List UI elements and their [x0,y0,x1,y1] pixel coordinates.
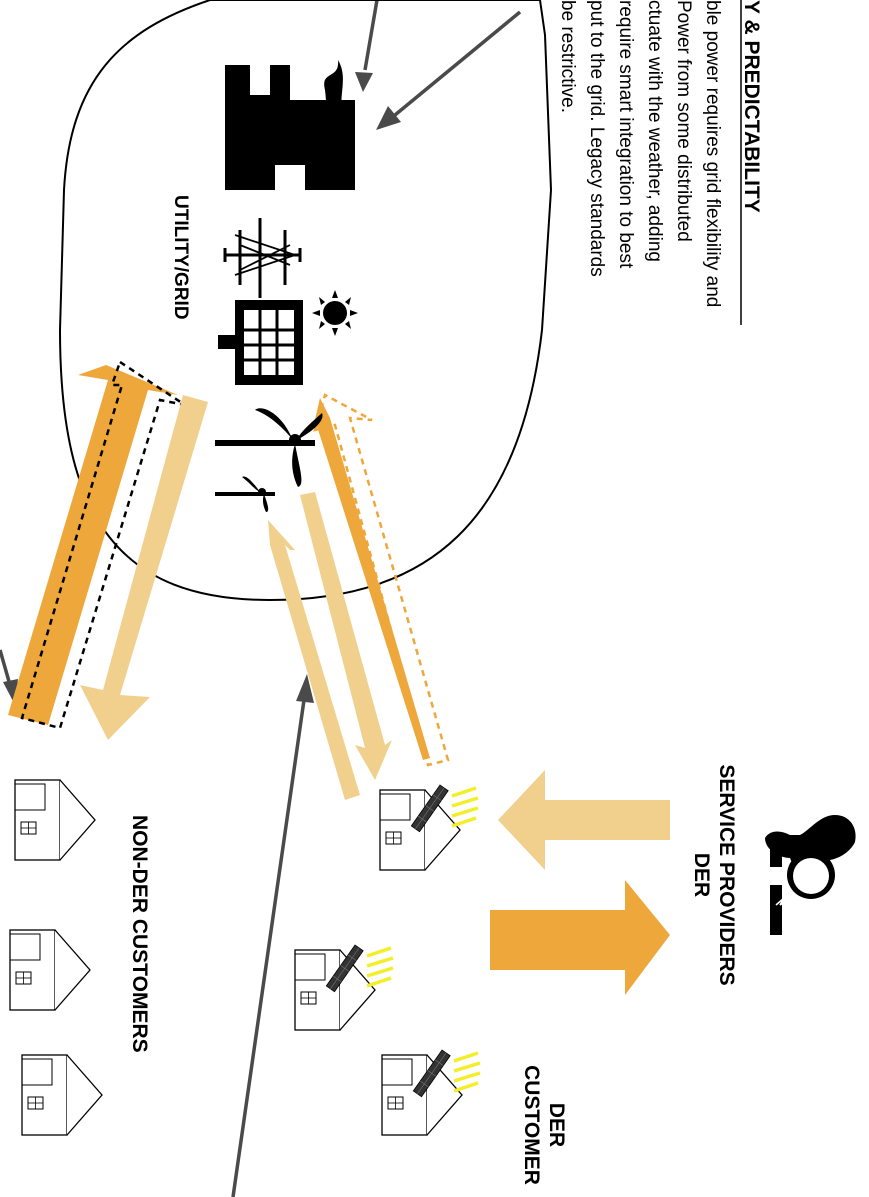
customers-to-grid-light-arrow [80,395,208,740]
der-to-grid-light-arrow-2 [300,492,392,780]
transmission-tower-icon [223,218,302,298]
service-providers-line-1: DER [690,853,713,897]
pointer-arrow-top [363,0,379,71]
non-der-houses [9,779,103,1136]
power-plant-icon [225,60,355,190]
paragraph-line: require smart integration to best [615,0,636,269]
flexibility-text-block: Y & PREDICTABILITY ble power requires gr… [557,0,763,325]
non-der-customers-label: NON-DER CUSTOMERS [128,815,151,1053]
pointer-arrowhead-bottom [296,674,314,703]
der-customers-label: DER CUSTOMER [520,1065,568,1185]
provider-to-der-orange-arrow [490,880,670,995]
paragraph-line: put to the grid. Legacy standards [586,0,607,277]
der-to-grid-dashed-arrow [313,393,450,767]
gray-pointer-arrows [0,0,522,1197]
wind-turbine-icon [215,408,323,512]
paragraph-line: ctuate with the weather, adding [644,0,665,262]
house-icon [21,1054,103,1136]
solar-panel-icon [218,300,303,385]
paragraph-line: Power from some distributed [673,0,694,242]
utility-grid-label: UTILITY/GRID [170,195,191,320]
pointer-arrowhead-top [355,72,373,92]
paragraph-line: be restrictive. [557,0,578,113]
section-title: Y & PREDICTABILITY [740,0,763,213]
technician-icon [765,815,856,935]
pointer-arrow-left [0,649,12,686]
house-icon [9,929,91,1011]
paragraph-line: ble power requires grid flexibility and [702,0,723,307]
service-providers-line-2: SERVICE PROVIDERS [715,764,738,985]
house-icon [379,784,480,871]
pointer-arrowhead-upper-right [376,106,401,130]
pointer-arrow-upper-right [393,10,522,117]
house-icon [294,944,395,1031]
house-icon [381,1049,482,1136]
utility-grid-boundary [58,0,553,602]
pointer-arrow-bottom [231,699,306,1197]
sun-icon [312,290,358,336]
der-to-grid-light-arrow-1 [268,520,360,800]
der-houses [294,784,482,1136]
der-customers-line-1: DER [545,1103,568,1147]
grid-to-customers-orange-arrow [8,365,178,725]
house-icon [14,779,96,861]
der-customers-line-2: CUSTOMER [520,1065,543,1185]
der-to-provider-light-arrow [498,770,670,870]
service-providers-label: DER SERVICE PROVIDERS [690,764,738,985]
